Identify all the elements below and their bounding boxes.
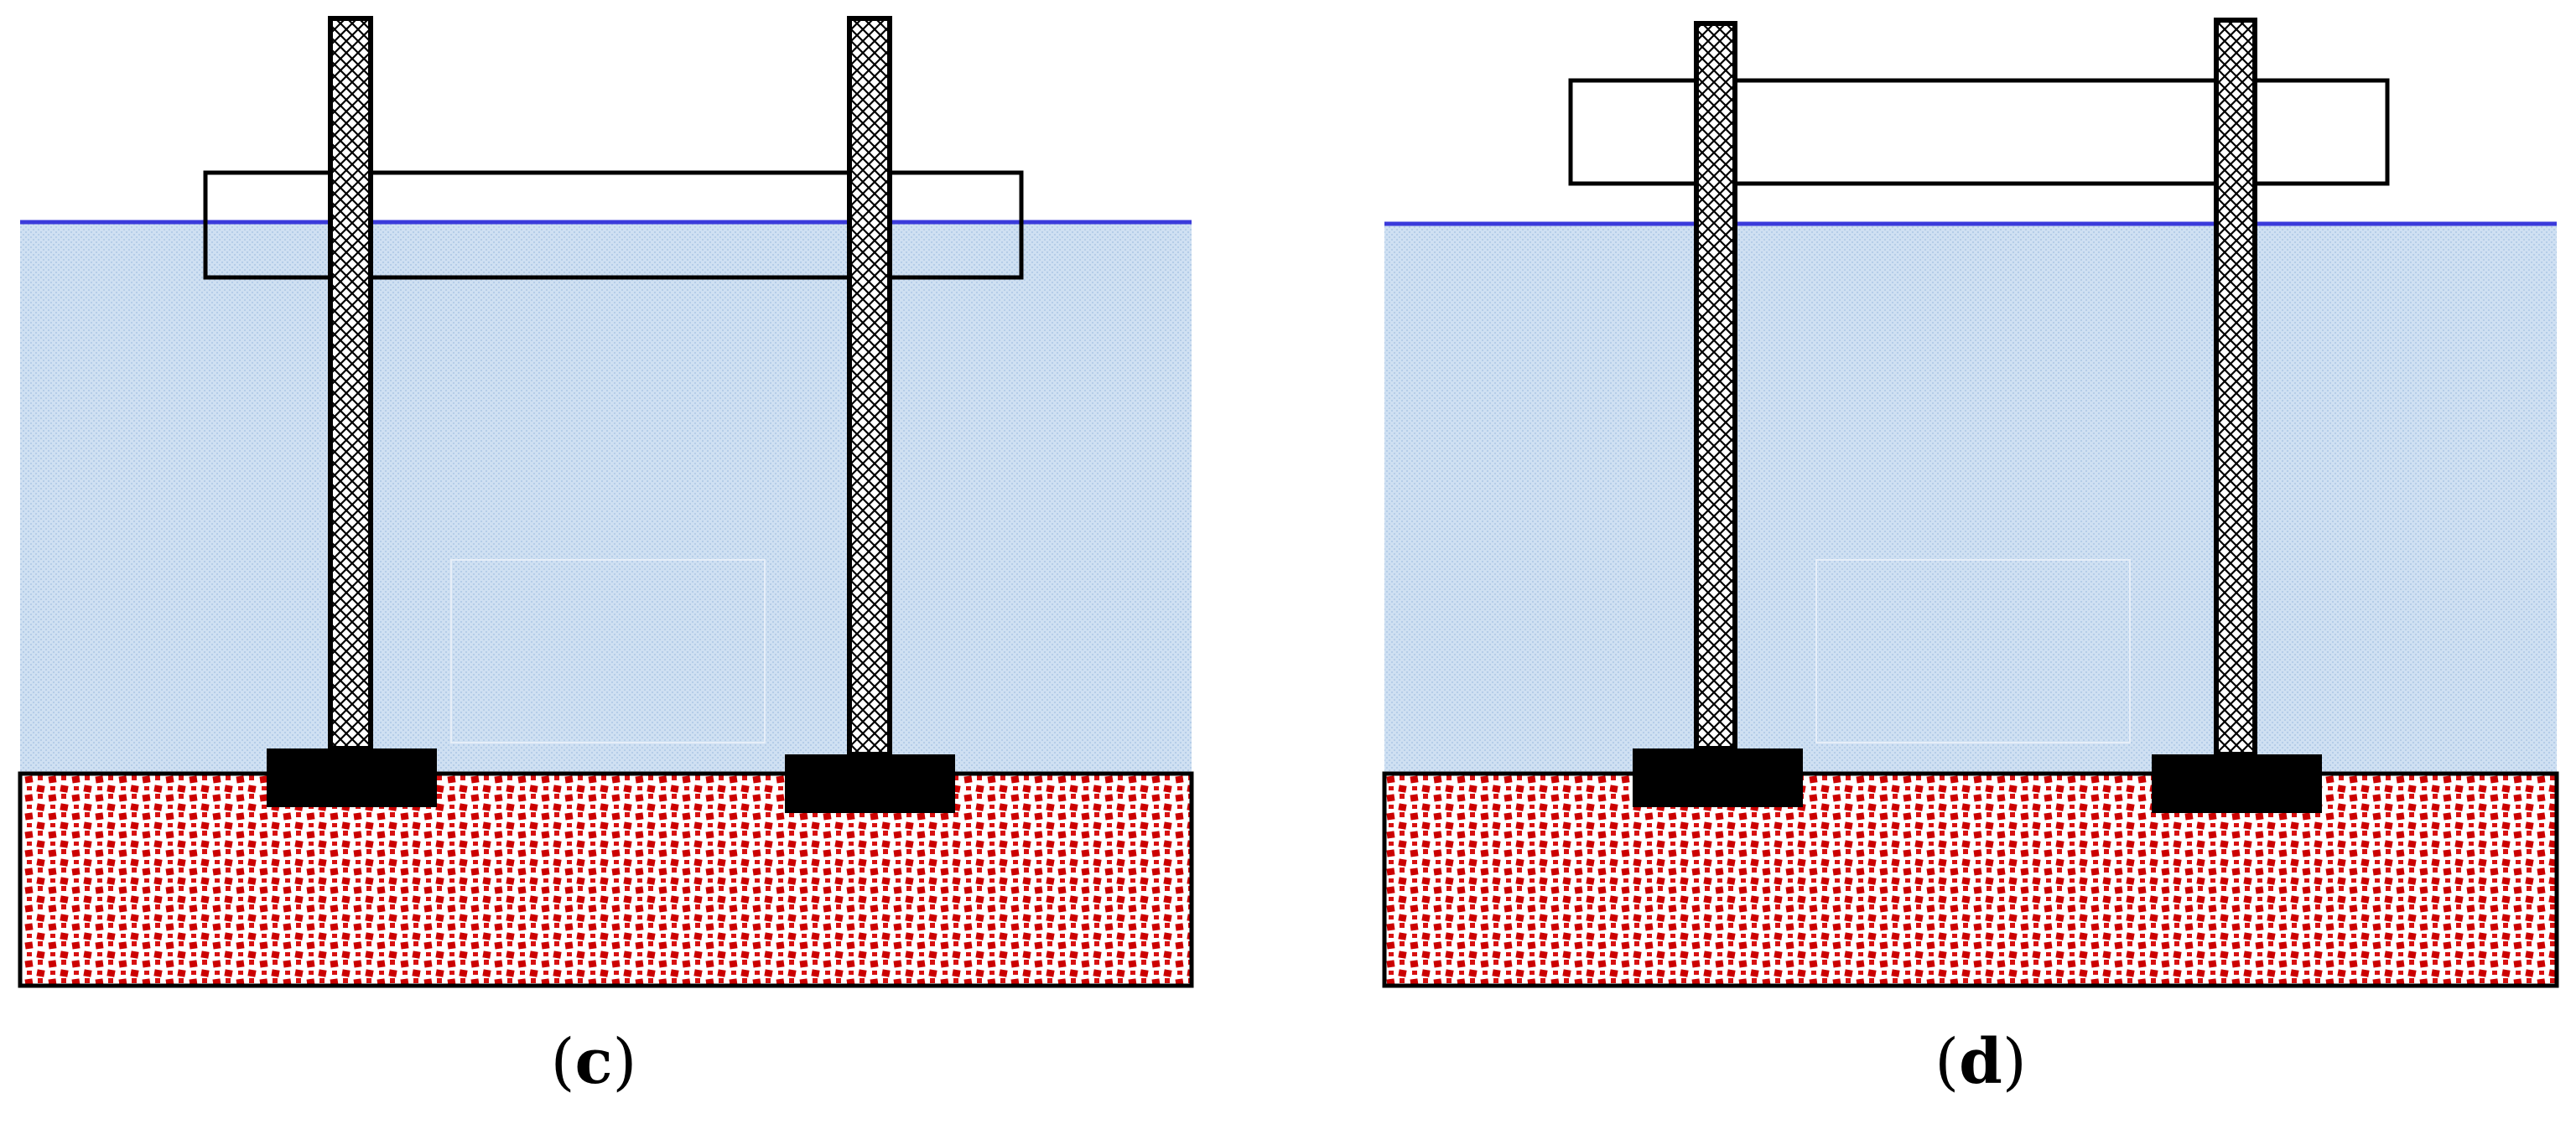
caption-letter: c — [574, 1026, 613, 1098]
footing-left — [267, 748, 437, 807]
pile-left — [1694, 21, 1737, 751]
deck-platform — [1568, 78, 2390, 186]
caption-open-paren: ( — [1935, 1026, 1960, 1098]
soil-layer — [1382, 771, 2559, 988]
panel-c — [18, 16, 1194, 988]
soil-layer — [18, 771, 1194, 988]
deck-platform — [203, 170, 1024, 280]
caption-close-paren: ) — [612, 1026, 637, 1098]
pile-left — [328, 16, 373, 751]
caption-open-paren: ( — [550, 1026, 575, 1098]
pile-right — [847, 16, 892, 757]
pile-right — [2214, 18, 2257, 757]
panel-c-caption: (c) — [510, 1031, 678, 1093]
caption-letter: d — [1959, 1026, 2002, 1098]
faint-inner-frame — [1815, 559, 2131, 743]
footing-right — [785, 754, 955, 813]
footing-right — [2152, 754, 2322, 813]
water-body — [20, 222, 1192, 774]
panel-d — [1382, 18, 2559, 988]
water-body — [1384, 224, 2557, 774]
footing-left — [1633, 748, 1803, 807]
caption-close-paren: ) — [2002, 1026, 2027, 1098]
panel-d-caption: (d) — [1897, 1031, 2064, 1093]
faint-inner-frame — [450, 559, 766, 743]
